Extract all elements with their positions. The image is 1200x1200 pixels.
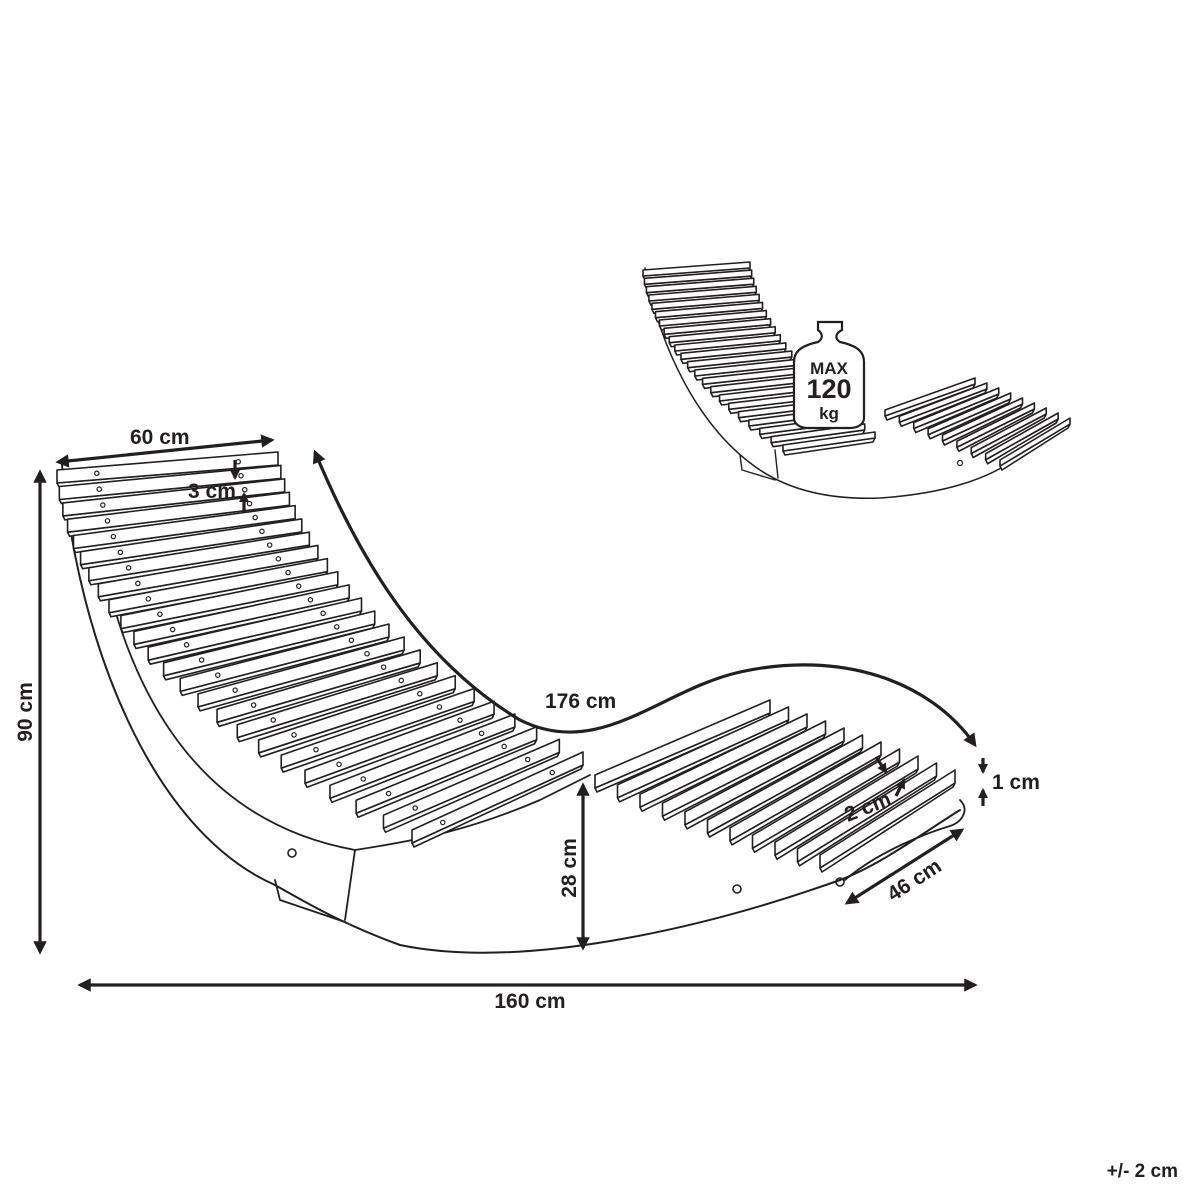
lounger-frame-side bbox=[274, 879, 346, 923]
max-load-line1: MAX bbox=[810, 359, 848, 378]
max-load-line3: kg bbox=[819, 404, 839, 423]
slat-hole bbox=[104, 518, 111, 524]
bolt-hole bbox=[287, 848, 297, 858]
bolt-hole bbox=[732, 884, 742, 894]
preview-front-slat bbox=[912, 387, 1000, 434]
slat-hole bbox=[440, 819, 446, 826]
slat-hole bbox=[285, 569, 291, 576]
slat-hole bbox=[125, 565, 132, 571]
slat-hole bbox=[275, 556, 282, 562]
bolt-hole bbox=[835, 877, 845, 887]
slat-hole bbox=[241, 486, 248, 493]
slat-hole bbox=[96, 486, 102, 492]
preview-frame-line bbox=[774, 449, 779, 479]
slat-hole bbox=[336, 761, 342, 768]
curve-length-label: 176 cm bbox=[545, 690, 616, 713]
slat-hole bbox=[198, 657, 205, 663]
slat-hole bbox=[252, 514, 258, 521]
slat-hole bbox=[549, 769, 555, 776]
slat-hole bbox=[385, 790, 392, 797]
slat-hole bbox=[145, 596, 152, 602]
preview-front-slat bbox=[984, 412, 1059, 465]
preview-front-slat bbox=[898, 382, 988, 428]
back-slat bbox=[133, 584, 350, 650]
width-top-label: 60 cm bbox=[130, 426, 190, 449]
slat-hole bbox=[94, 470, 100, 477]
back-slat bbox=[411, 751, 584, 848]
max-load-badge: MAX 120 kg bbox=[792, 320, 866, 430]
slat-hole bbox=[110, 533, 117, 540]
slat-hole bbox=[360, 776, 367, 782]
slat-hole bbox=[259, 528, 265, 535]
slat-hole bbox=[266, 542, 273, 548]
height-label: 90 cm bbox=[14, 682, 37, 742]
preview-frame-side bbox=[739, 454, 776, 481]
preview-front-slat bbox=[941, 397, 1024, 446]
gap-front-arrow-down bbox=[874, 756, 888, 774]
back-slat bbox=[382, 738, 561, 833]
seat-height-label: 28 cm bbox=[558, 838, 581, 898]
preview-front-slat bbox=[956, 402, 1036, 453]
preview-back-slat bbox=[782, 431, 876, 456]
slat-hole bbox=[250, 702, 257, 708]
thickness-label: 1 cm bbox=[992, 771, 1040, 794]
lounger-preview-drawing: MAX 120 kg bbox=[642, 261, 1071, 500]
front-slats bbox=[594, 699, 956, 873]
slat-hole bbox=[524, 756, 531, 763]
preview-frame bbox=[644, 267, 1021, 500]
preview-front-slat bbox=[970, 407, 1048, 459]
front-slat bbox=[684, 727, 845, 830]
slat-hole bbox=[169, 626, 176, 633]
tolerance-note: +/- 2 cm bbox=[1107, 1161, 1178, 1182]
gap-back-label: 3 cm bbox=[188, 480, 236, 503]
slat-hole bbox=[295, 583, 302, 589]
back-slats bbox=[56, 451, 584, 848]
slat-hole bbox=[313, 746, 319, 753]
front-slat bbox=[706, 734, 864, 838]
lounger-frame bbox=[61, 464, 961, 954]
slat-hole bbox=[135, 580, 141, 587]
preview-front-slats bbox=[884, 377, 1071, 471]
preview-bolt-hole bbox=[956, 459, 964, 467]
slat-hole bbox=[307, 597, 314, 603]
width-front-arrow bbox=[844, 828, 965, 905]
preview-front-slat bbox=[927, 392, 1012, 440]
slat-hole bbox=[100, 502, 106, 508]
slat-hole bbox=[157, 611, 163, 618]
weight-icon bbox=[792, 320, 866, 430]
slat-hole bbox=[246, 500, 253, 507]
front-slat bbox=[774, 755, 919, 861]
slat-hole bbox=[183, 642, 190, 648]
slat-hole bbox=[270, 717, 277, 723]
slat-hole bbox=[215, 672, 221, 678]
slat-hole bbox=[117, 549, 124, 556]
width-front-label: 46 cm bbox=[883, 854, 945, 906]
lounger-frame-edge bbox=[354, 774, 591, 851]
front-slat bbox=[751, 748, 901, 854]
slat-hole bbox=[412, 805, 418, 811]
preview-front-slat bbox=[999, 417, 1071, 471]
slat-hole bbox=[291, 732, 297, 738]
width-top-arrow bbox=[55, 434, 275, 468]
slat-hole bbox=[232, 687, 238, 693]
max-load-line2: 120 bbox=[806, 374, 851, 404]
lounger-main-drawing bbox=[56, 451, 966, 954]
gap-front-arrow-up bbox=[894, 778, 906, 797]
length-label: 160 cm bbox=[494, 990, 565, 1013]
curve-length-arrow bbox=[312, 449, 977, 748]
